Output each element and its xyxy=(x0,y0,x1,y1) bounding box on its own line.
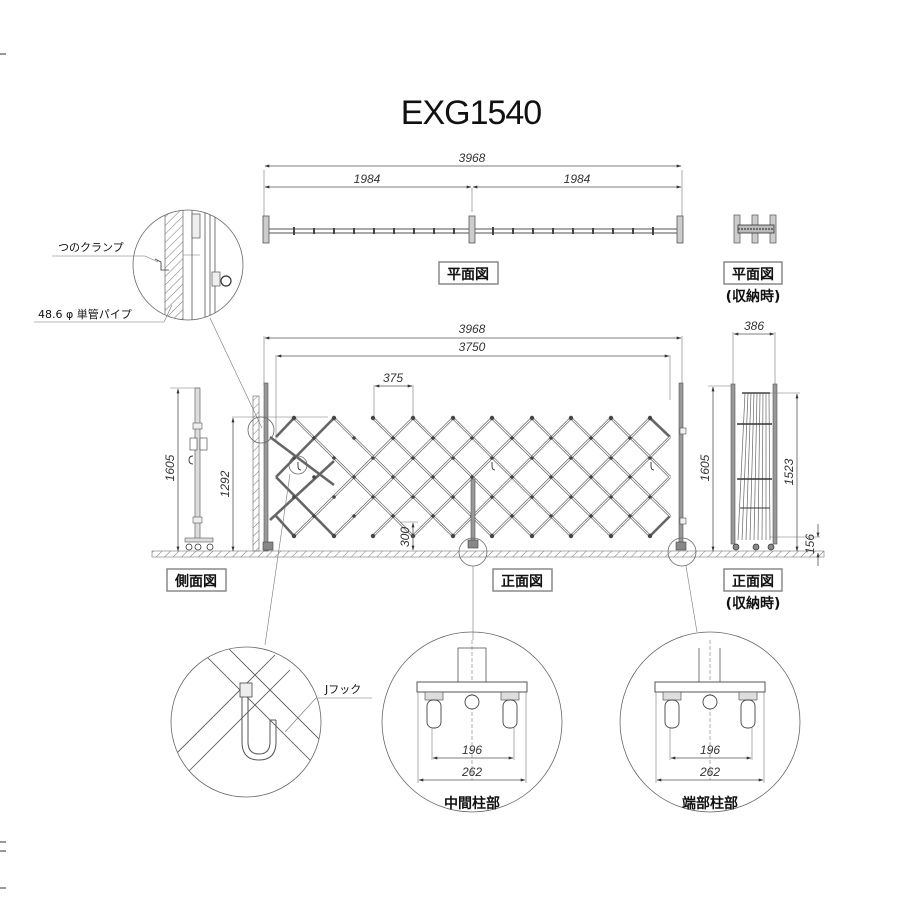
edge-marks xyxy=(0,53,6,889)
accordion-lattice xyxy=(269,415,671,539)
front-view-stored-label: 正面図 xyxy=(732,574,774,590)
drawing-title: EXG1540 xyxy=(401,94,542,132)
front-dim-overall: 3968 xyxy=(459,322,486,336)
front-dim-mount-height: 1292 xyxy=(218,470,232,497)
plan-view-stored: 平面図 (収納時) xyxy=(723,214,783,305)
side-view: 1605 側面図 xyxy=(163,387,227,592)
ground-line xyxy=(151,550,825,558)
end-dim-inner: 196 xyxy=(700,743,720,757)
j-hook-callout: Jフック xyxy=(324,683,361,696)
stored-dim-gate-height: 1523 xyxy=(782,458,796,485)
stored-dim-height: 1605 xyxy=(698,454,712,481)
front-dim-inner: 3750 xyxy=(459,340,486,354)
stored-dim-clearance: 156 xyxy=(803,534,817,554)
front-view-label: 正面図 xyxy=(501,574,543,590)
pipe-callout: 48.6 φ 単管パイプ xyxy=(38,307,132,321)
side-dim-height: 1605 xyxy=(163,454,177,481)
clamp-callout: つのクランプ xyxy=(58,241,124,254)
middle-post-label: 中間柱部 xyxy=(444,795,500,812)
clamp-detail: つのクランプ 48.6 φ 単管パイプ xyxy=(34,209,263,429)
plan-dim-total: 3968 xyxy=(459,151,486,165)
plan-dim-left: 1984 xyxy=(354,172,381,186)
end-post-label: 端部柱部 xyxy=(682,795,738,812)
j-hook-detail: Jフック xyxy=(170,646,372,798)
plan-dim-right: 1984 xyxy=(564,172,591,186)
middle-dim-outer: 262 xyxy=(461,765,482,779)
plan-view-stored-label: 平面図 xyxy=(732,267,774,283)
front-view: 3968 3750 375 1292 xyxy=(218,322,698,646)
front-dim-bottom-gap: 300 xyxy=(398,527,412,547)
front-view-stored: 386 1605 1523 156 正面図 (収納時) xyxy=(698,319,820,612)
middle-post-detail: 196 262 中間柱部 xyxy=(381,631,563,813)
stored-dim-width: 386 xyxy=(744,319,764,333)
plan-view-stored-sublabel: (収納時) xyxy=(726,288,781,305)
end-post-detail: 196 262 端部柱部 xyxy=(619,631,801,813)
middle-dim-inner: 196 xyxy=(462,743,482,757)
end-dim-outer: 262 xyxy=(699,765,720,779)
plan-view-label: 平面図 xyxy=(447,267,489,283)
front-view-stored-sublabel: (収納時) xyxy=(726,595,781,612)
side-view-label: 側面図 xyxy=(174,573,217,590)
plan-view: 3968 1984 1984 平面図 xyxy=(262,151,684,285)
front-dim-pitch: 375 xyxy=(383,371,403,385)
